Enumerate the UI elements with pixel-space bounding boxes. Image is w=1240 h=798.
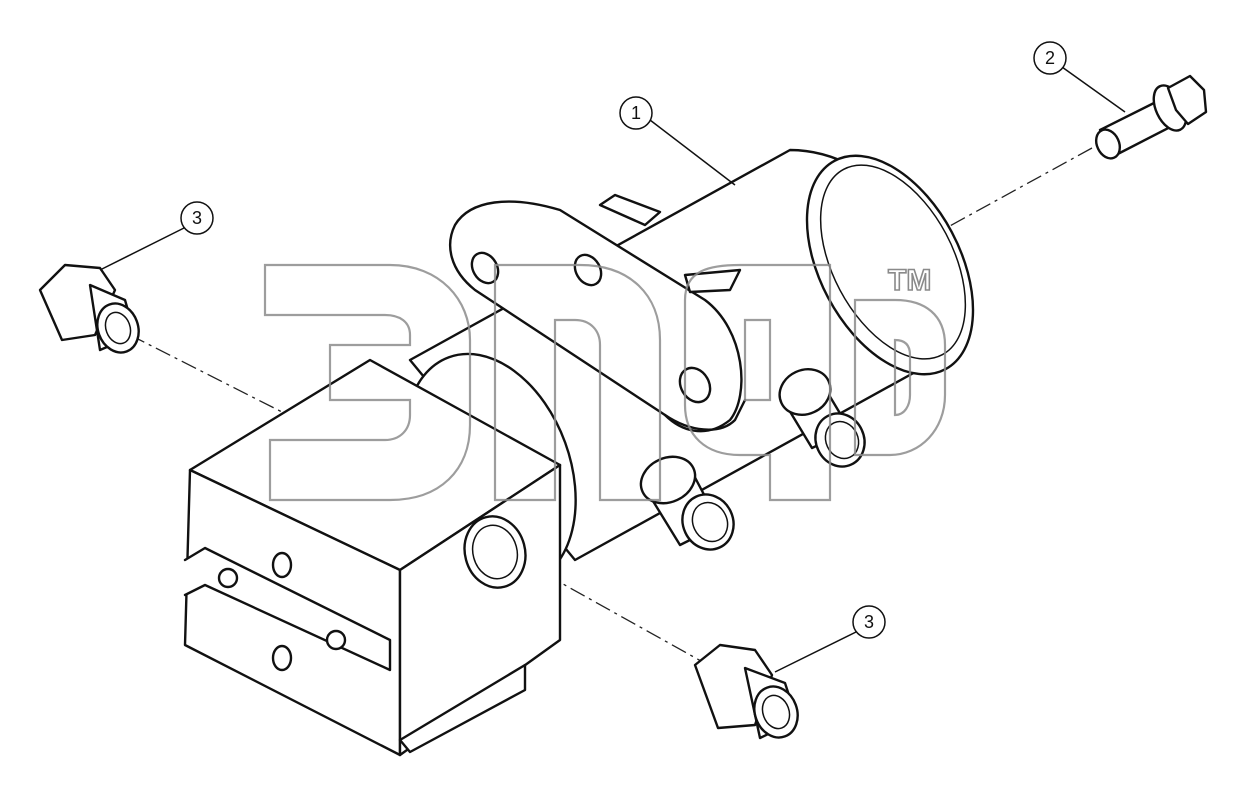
mounting-flange [448,200,743,433]
callout-2-label: 2 [1045,48,1055,68]
block-base-plate [398,663,527,754]
callout-3-left: 3 [99,201,214,271]
flange-hole-1 [470,251,500,285]
motor-end-cap-inner [819,164,967,360]
port-upper [778,368,866,468]
slot-screw-1 [217,567,239,589]
axis-left-fitting [129,334,283,413]
bolt-tip [1094,128,1122,160]
bolt-head [1166,74,1208,126]
block-hole-1 [271,551,293,579]
watermark-glyph-1 [263,263,472,502]
block-side-port-inner [471,524,519,580]
flange-hole-2 [573,253,603,287]
callout-3-right: 3 [774,605,886,673]
fitting-right-bore [761,694,791,730]
flange-tab-top [598,193,662,227]
part-1-motor-assembly [183,148,975,757]
callout-2-bubble [1033,41,1067,75]
part-2-flange-bolt [1094,74,1208,160]
callout-3-left-label: 3 [192,208,202,228]
watermark-glyph-2 [493,263,662,502]
part-3-fitting-right [693,643,799,740]
watermark-glyph-4 [853,298,947,457]
callout-1: 1 [619,96,736,186]
fitting-left-bore [104,311,132,345]
callout-3-left-bubble [180,201,214,235]
block-hole-2 [271,644,293,672]
callout-3-right-label: 3 [864,612,874,632]
callout-1-bubble [619,96,653,130]
flange-tab-side [683,268,742,294]
slot-screw-2 [325,629,347,651]
part-3-fitting-left [38,263,140,354]
port-lower [639,455,735,551]
watermark-trademark: TM [888,264,931,297]
watermark-glyph-3 [683,263,832,502]
callout-1-label: 1 [631,103,641,123]
callout-2: 2 [1033,41,1126,113]
flange-edge [663,398,747,431]
watermark-logo: TM [263,263,947,502]
callout-3-right-bubble [852,605,886,639]
